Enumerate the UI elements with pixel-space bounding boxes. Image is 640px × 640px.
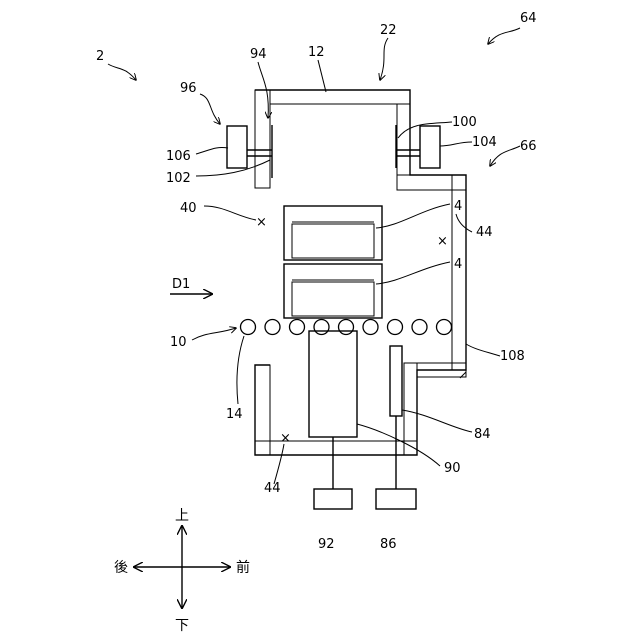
ref-94: 94 (250, 47, 267, 62)
roller (339, 320, 354, 335)
ref-84: 84 (474, 427, 491, 442)
dir-back: 後 (114, 560, 128, 576)
ref-100: 100 (452, 115, 477, 130)
stacked-box-lower (284, 264, 382, 318)
ref-102: 102 (166, 171, 191, 186)
ref-66: 66 (520, 139, 537, 154)
right-shutter-assembly (396, 125, 440, 168)
ref-104: 104 (472, 135, 497, 150)
direction-compass (134, 526, 230, 608)
drive-box-92 (314, 489, 352, 509)
actuator-box-106 (227, 126, 247, 168)
ref-96: 96 (180, 81, 197, 96)
ref-64: 64 (520, 11, 537, 26)
svg-text:×: × (280, 431, 291, 446)
lift-column (309, 331, 357, 509)
roller (388, 320, 403, 335)
ref-4-upper: 4 (454, 199, 462, 214)
ref-2: 2 (96, 49, 104, 64)
dir-up: 上 (175, 508, 189, 524)
ref-44-upper: 44 (476, 225, 493, 240)
ref-14: 14 (226, 407, 243, 422)
ref-108: 108 (500, 349, 525, 364)
roller (437, 320, 452, 335)
roller-row (241, 320, 452, 335)
leader-lines (108, 28, 520, 484)
stacked-box-upper (284, 206, 382, 260)
svg-text:×: × (256, 215, 267, 230)
ref-10: 10 (170, 335, 187, 350)
roller (265, 320, 280, 335)
roller (363, 320, 378, 335)
ref-44-lower: 44 (264, 481, 281, 496)
ref-40: 40 (180, 201, 197, 216)
roller (241, 320, 256, 335)
ref-90: 90 (444, 461, 461, 476)
ref-12: 12 (308, 45, 325, 60)
drive-box-86 (376, 489, 416, 509)
dir-front: 前 (236, 559, 250, 576)
dir-down: 下 (175, 618, 189, 634)
roller (290, 320, 305, 335)
left-shutter-assembly (227, 125, 272, 178)
svg-text:×: × (437, 234, 448, 249)
ref-4-lower: 4 (454, 257, 462, 272)
chamber-wall (255, 90, 466, 455)
actuator-box-104 (420, 126, 440, 168)
plate-84 (376, 346, 416, 509)
roller (412, 320, 427, 335)
ref-106: 106 (166, 149, 191, 164)
ref-22: 22 (380, 23, 397, 38)
ref-d1: D1 (172, 277, 190, 292)
ref-86: 86 (380, 537, 397, 552)
roller (314, 320, 329, 335)
ref-92: 92 (318, 537, 335, 552)
